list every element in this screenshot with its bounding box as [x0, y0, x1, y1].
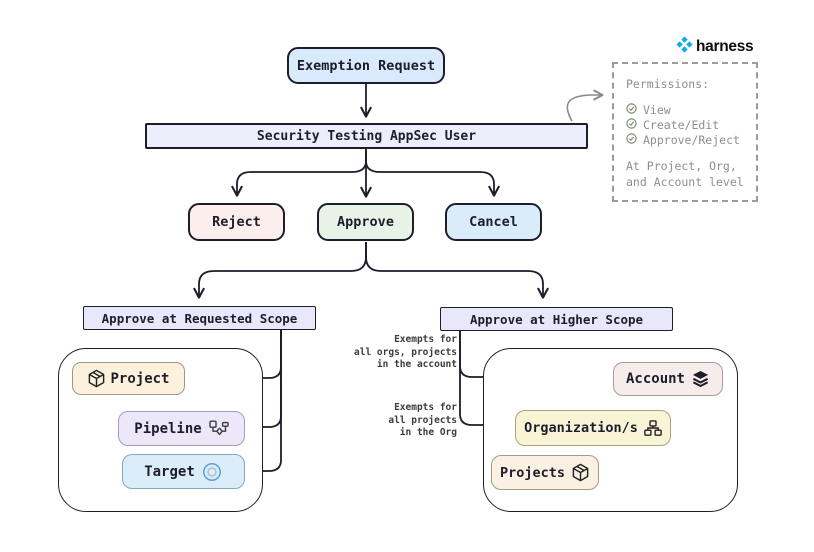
node-label: Projects — [499, 464, 566, 481]
permission-label: Create/Edit — [643, 117, 720, 132]
node-label: Security Testing AppSec User — [256, 128, 477, 144]
node-approve-higher-scope: Approve at Higher Scope — [440, 307, 673, 331]
node-account: Account — [613, 362, 723, 396]
edge-higher-to-organizations — [459, 330, 510, 431]
cube-icon — [571, 463, 590, 482]
node-label: Project — [110, 370, 170, 387]
node-reject: Reject — [188, 203, 285, 241]
harness-logo: harness — [676, 36, 754, 57]
node-label: Exemption Request — [296, 57, 436, 74]
node-label: Account — [625, 371, 685, 387]
node-label: Approve at Requested Scope — [101, 310, 298, 326]
layers-icon — [691, 370, 710, 388]
node-label: Pipeline — [134, 420, 202, 437]
edge-approve-to-higher-scope — [365, 242, 549, 299]
node-label: Organization/s — [524, 420, 638, 436]
node-organizations: Organization/s — [515, 410, 671, 446]
edge-appsec-to-cancel — [365, 150, 500, 197]
permission-item-create-edit: Create/Edit — [626, 117, 756, 132]
node-approve: Approve — [317, 203, 414, 241]
node-label: Approve — [337, 214, 394, 230]
check-circle-icon — [626, 102, 637, 117]
permissions-panel: Permissions: View Create/Edit — [612, 62, 758, 202]
node-projects: Projects — [491, 455, 599, 490]
edge-appsec-to-reject — [231, 150, 367, 197]
check-circle-icon — [626, 117, 637, 132]
cube-icon — [87, 369, 106, 388]
black-edges — [192, 84, 608, 477]
node-pipeline: Pipeline — [118, 411, 245, 446]
node-label: Target — [144, 463, 195, 480]
node-target: Target — [122, 454, 245, 489]
edge-appsec-to-permissions — [566, 89, 604, 122]
permissions-footer: At Project, Org, and Account level — [626, 159, 744, 189]
annotation-account-scope: Exempts for all orgs, projects in the ac… — [354, 334, 457, 370]
edge-approve-to-requested-scope — [193, 242, 367, 299]
node-approve-requested-scope: Approve at Requested Scope — [83, 306, 316, 330]
org-chart-icon — [644, 419, 662, 437]
permission-item-approve-reject: Approve/Reject — [626, 132, 756, 147]
permissions-title: Permissions: — [626, 77, 710, 91]
annotation-org-scope: Exempts for all projects in the Org — [388, 402, 457, 438]
permission-label: View — [643, 102, 671, 117]
harness-logo-icon — [676, 36, 693, 57]
node-label: Approve at Higher Scope — [469, 311, 644, 327]
check-circle-icon — [626, 132, 637, 147]
node-label: Cancel — [469, 214, 518, 230]
permission-item-view: View — [626, 102, 756, 117]
node-appsec-user: Security Testing AppSec User — [145, 123, 588, 149]
permission-label: Approve/Reject — [643, 132, 740, 147]
node-project: Project — [72, 362, 185, 395]
edge-requested-to-target — [249, 330, 282, 477]
node-exemption-request: Exemption Request — [287, 47, 445, 84]
target-icon — [201, 461, 223, 483]
node-label: Reject — [212, 214, 261, 230]
pipeline-icon — [209, 420, 229, 437]
harness-logo-text: harness — [696, 37, 754, 55]
node-cancel: Cancel — [445, 203, 542, 241]
